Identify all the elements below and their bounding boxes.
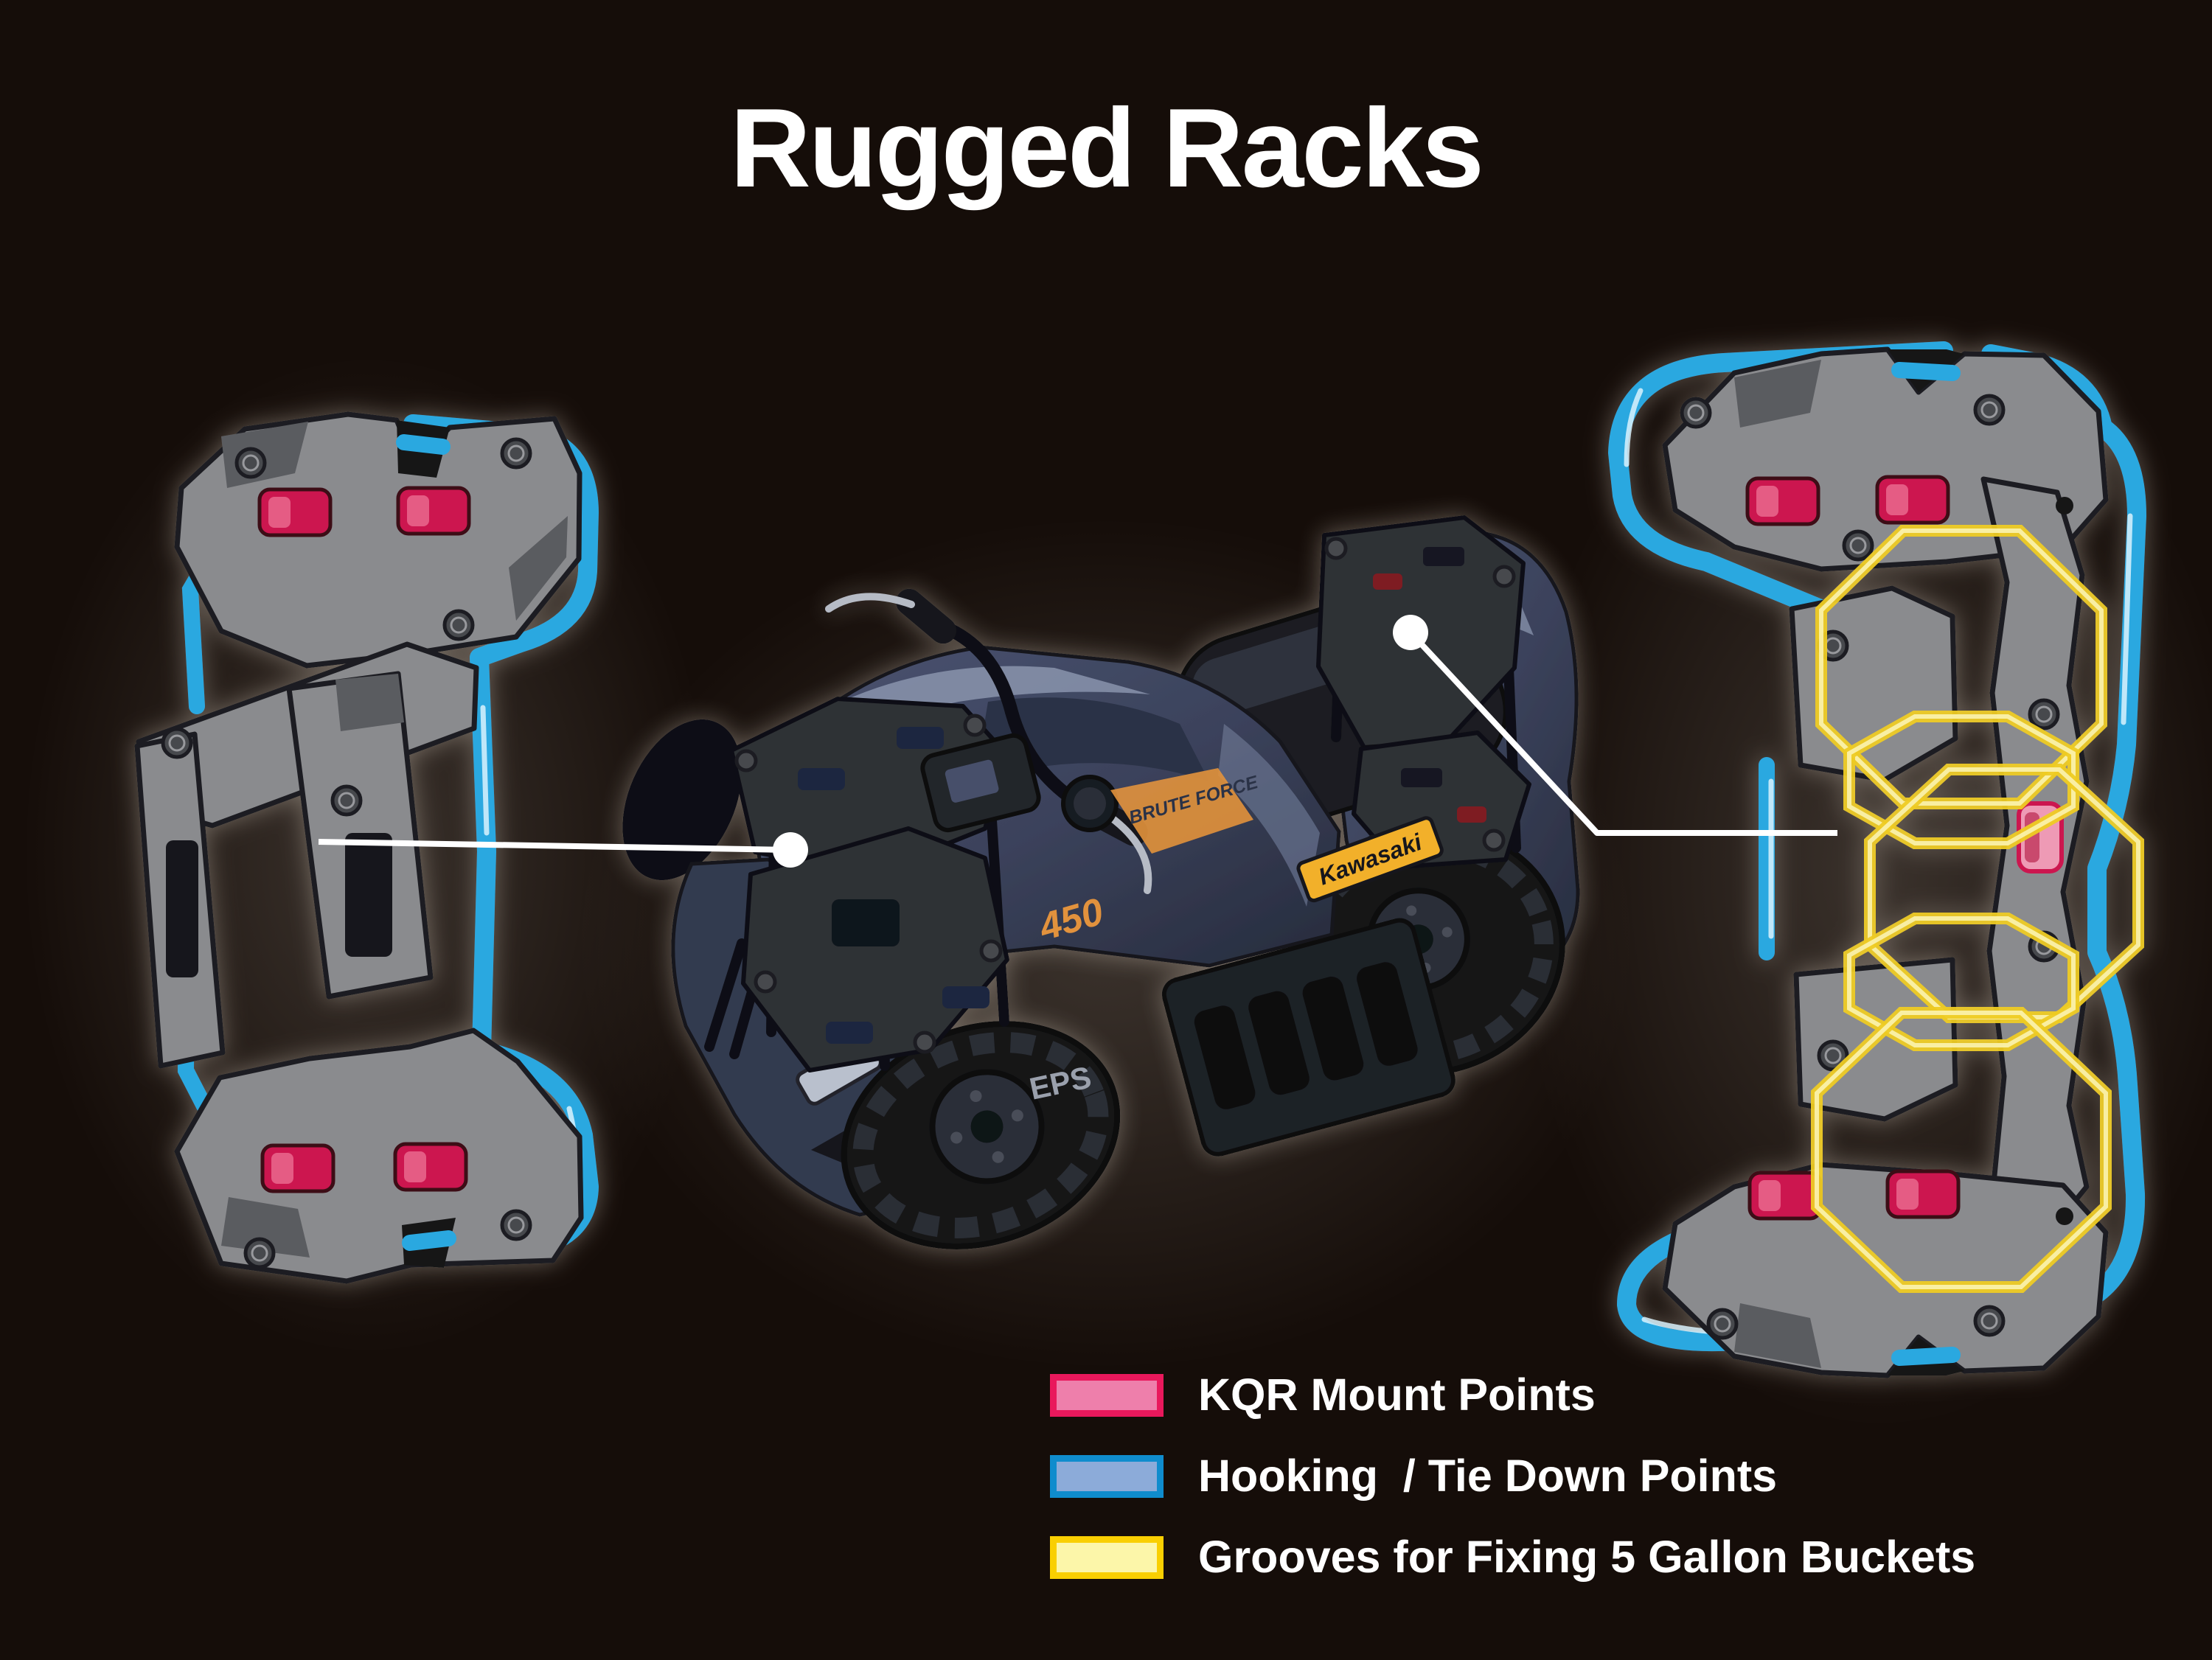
footboard [1161,918,1456,1157]
atv: BRUTE FORCE 450 Kawasaki EPS [622,515,1580,1249]
rear-rack-illustration [1608,341,2146,1378]
legend-swatch-kqr [1050,1373,1164,1417]
instrument-pod [920,733,1041,833]
callout-dot-rear-rack [1393,615,1428,650]
page-title: Rugged Racks [730,86,1484,211]
left-lever [825,593,915,613]
legend-label-hooking: Hooking / Tie Down Points [1198,1451,1778,1501]
callout-line-rear-rack [1408,630,1837,836]
legend-swatch-grooves [1050,1535,1164,1579]
front-rack-plates [134,411,584,1284]
rear-rack-bolts [1680,394,2060,1340]
legend-label-grooves: Grooves for Fixing 5 Gallon Buckets [1198,1532,1976,1582]
atv-front-rack [729,697,1009,1073]
handlebar [825,588,1152,894]
legend-row-hooking: Hooking / Tie Down Points [1050,1454,1975,1499]
bucket-groove-octagons [1811,525,2144,1293]
front-left-wheel [841,1021,1121,1249]
front-rack-illustration [134,411,599,1284]
front-rack-bolts [161,437,532,1269]
legend-row-grooves: Grooves for Fixing 5 Gallon Buckets [1050,1535,1975,1580]
legend-row-kqr: KQR Mount Points [1050,1373,1975,1417]
legend-swatch-hooking [1050,1454,1164,1498]
legend: KQR Mount Points Hooking / Tie Down Poin… [1050,1373,1975,1580]
front-right-wheel [622,719,742,881]
right-lever [1102,810,1152,894]
callouts [318,615,1837,868]
callout-line-front-rack [318,839,791,853]
front-rack-kqr-pads [257,486,471,1193]
callout-dot-front-rack [773,832,808,868]
decals: BRUTE FORCE 450 Kawasaki EPS [1026,768,1444,1106]
legend-label-kqr: KQR Mount Points [1198,1370,1596,1420]
